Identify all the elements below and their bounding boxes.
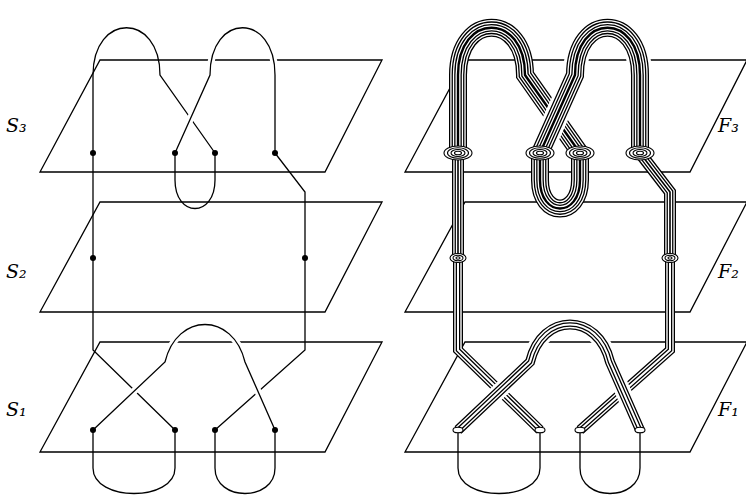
plane-label: S₁ — [6, 400, 27, 419]
left-panel — [40, 28, 382, 494]
plane-label: F₂ — [718, 262, 739, 281]
plane-label: S₂ — [6, 262, 27, 281]
plane-label: F₃ — [718, 116, 739, 135]
plane-label: S₃ — [6, 116, 27, 135]
plane-label: F₁ — [718, 400, 739, 419]
right-panel — [405, 28, 746, 494]
